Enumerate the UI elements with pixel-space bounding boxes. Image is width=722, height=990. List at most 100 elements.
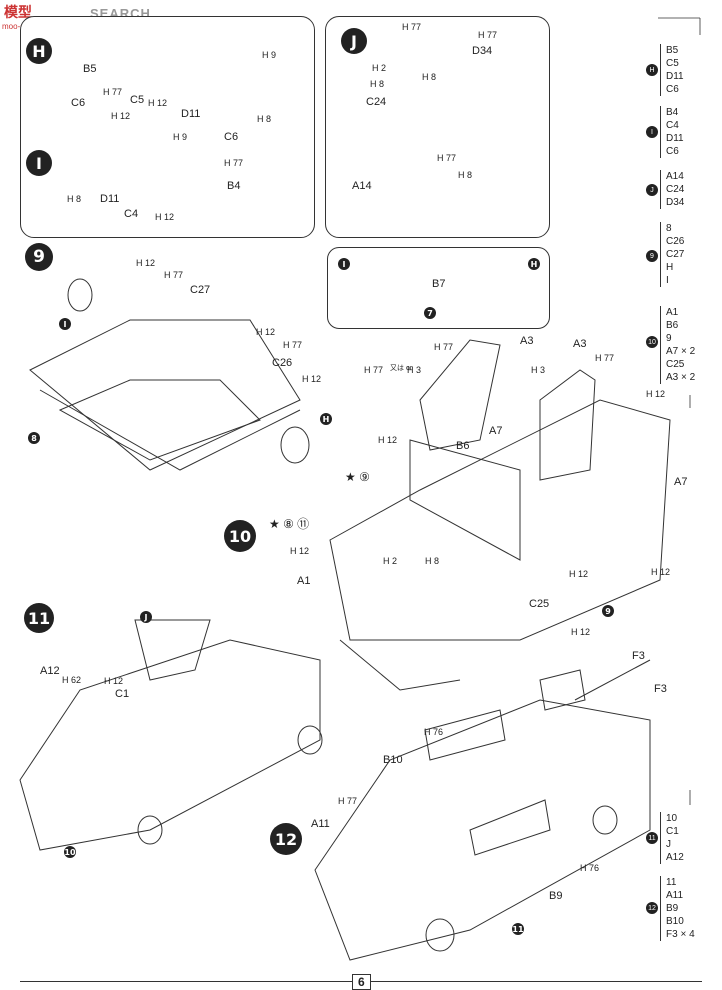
- paint-callout: H 12: [256, 327, 276, 337]
- paint-callout: H 12: [569, 569, 589, 579]
- sidebar-item: C5: [666, 58, 679, 69]
- sidebar-item: J: [666, 839, 671, 850]
- sidebar-item: 10: [666, 813, 678, 824]
- paint-callout: H 8: [425, 556, 440, 566]
- sidebar-step-badge: H: [646, 64, 658, 76]
- panel-j-badge: J: [341, 28, 367, 54]
- sidebar-step-badge: 9: [646, 250, 658, 262]
- inset-i-badge: I: [338, 258, 350, 270]
- sidebar-item: 9: [666, 333, 672, 344]
- sidebar-item: D11: [666, 71, 684, 82]
- paint-callout: H 12: [148, 98, 168, 108]
- paint-callout: H 77: [478, 30, 498, 40]
- ref-i-badge: I: [59, 318, 71, 330]
- sidebar-item: C4: [666, 120, 679, 131]
- paint-callout: H 77: [437, 153, 457, 163]
- paint-callout: H 9: [173, 132, 188, 142]
- part-label: D34: [472, 45, 493, 57]
- sidebar-item: D11: [666, 133, 684, 144]
- star-icon: ★ ⑨: [345, 470, 370, 484]
- sidebar-item: B10: [666, 916, 684, 927]
- paint-callout: H 12: [378, 435, 398, 445]
- ref-h-badge: H: [320, 413, 332, 425]
- paint-callout: H 77: [338, 796, 358, 806]
- sidebar-item: B6: [666, 320, 679, 331]
- paint-callout: H 12: [136, 258, 156, 268]
- part-label: C26: [272, 357, 293, 369]
- part-label: C5: [130, 94, 145, 106]
- step-10-badge: 10: [224, 520, 256, 552]
- part-label: B7: [432, 278, 446, 290]
- sidebar-step-badge: 11: [646, 832, 658, 844]
- part-label: A1: [297, 575, 311, 587]
- paint-callout: H 12: [571, 627, 591, 637]
- or-note: 又は or: [390, 365, 413, 372]
- ref-9-badge: 9: [602, 605, 614, 617]
- sidebar-item: A12: [666, 852, 684, 863]
- part-label: C6: [224, 131, 239, 143]
- part-label: B6: [456, 440, 470, 452]
- step-9-badge: 9: [25, 243, 53, 271]
- sidebar-item: F3 × 4: [666, 929, 695, 940]
- panel-i-badge: I: [26, 150, 52, 176]
- part-label: C25: [529, 598, 550, 610]
- ref-8-badge: 8: [28, 432, 40, 444]
- paint-callout: H 12: [651, 567, 671, 577]
- paint-callout: H 77: [103, 87, 123, 97]
- part-label: A7: [674, 476, 688, 488]
- part-label: A7: [489, 425, 503, 437]
- sidebar-step-badge: J: [646, 184, 658, 196]
- part-label: A14: [352, 180, 372, 192]
- part-label: B4: [227, 180, 241, 192]
- inset-7-badge: 7: [424, 307, 436, 319]
- panel-j: [325, 16, 550, 238]
- sidebar-item: A1: [666, 307, 679, 318]
- page-number: 6: [352, 974, 371, 990]
- paint-callout: H 77: [434, 342, 454, 352]
- paint-callout: H 8: [422, 72, 437, 82]
- sidebar-item: A7 × 2: [666, 346, 696, 357]
- sidebar-item: C26: [666, 236, 685, 247]
- paint-callout: H 77: [402, 22, 422, 32]
- part-label: A11: [311, 818, 330, 830]
- sidebar-item: 8: [666, 223, 672, 234]
- ref-10-badge: 10: [64, 846, 76, 858]
- part-label: A12: [40, 665, 60, 677]
- paint-callout: H 12: [111, 111, 131, 121]
- sidebar-step-badge: I: [646, 126, 658, 138]
- watermark-logo: 模型: [4, 4, 32, 20]
- paint-callout: H 77: [364, 365, 384, 375]
- paint-callout: H 8: [67, 194, 82, 204]
- sidebar-item: C24: [666, 184, 685, 195]
- part-label: F3: [654, 683, 667, 695]
- panel-hi: [20, 16, 315, 238]
- part-label: B10: [383, 754, 403, 766]
- sidebar-item: A11: [666, 890, 684, 901]
- paint-callout: H 76: [424, 727, 444, 737]
- paint-callout: H 77: [224, 158, 244, 168]
- inset-h-badge: H: [528, 258, 540, 270]
- paint-callout: H 12: [104, 676, 124, 686]
- part-label: C27: [190, 284, 211, 296]
- part-label: D11: [181, 108, 201, 120]
- paint-callout: H 12: [155, 212, 175, 222]
- paint-callout: H 77: [595, 353, 615, 363]
- paint-callout: H 3: [407, 365, 422, 375]
- sidebar-item: I: [666, 275, 669, 286]
- paint-callout: H 8: [458, 170, 473, 180]
- sidebar-item: D34: [666, 197, 685, 208]
- sidebar-item: H: [666, 262, 674, 273]
- sidebar-item: C25: [666, 359, 685, 370]
- sidebar-item: 11: [666, 877, 677, 888]
- sidebar-item: A14: [666, 171, 684, 182]
- sidebar-item: C27: [666, 249, 685, 260]
- paint-callout: H 77: [164, 270, 184, 280]
- part-label: A3: [573, 338, 587, 350]
- paint-callout: H 8: [257, 114, 272, 124]
- paint-callout: H 12: [646, 389, 666, 399]
- paint-callout: H 9: [262, 50, 277, 60]
- paint-callout: H 62: [62, 675, 82, 685]
- sidebar-step-badge: 12: [646, 902, 658, 914]
- paint-callout: H 12: [290, 546, 310, 556]
- sidebar-item: B4: [666, 107, 679, 118]
